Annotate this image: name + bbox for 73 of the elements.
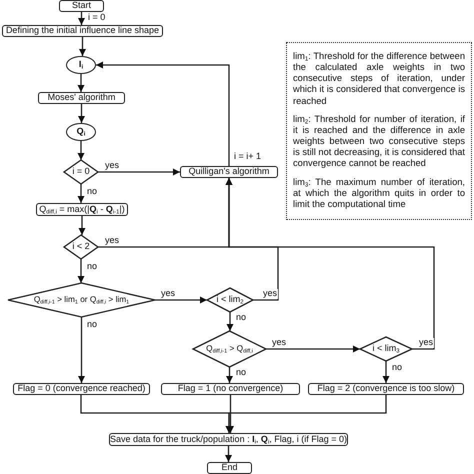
edge-label: no <box>391 363 404 373</box>
node-text: I$_{i}$ <box>78 60 84 70</box>
arrow <box>226 178 435 350</box>
decision-diamond <box>360 337 412 361</box>
process-box <box>59 0 104 12</box>
arrow <box>78 184 84 203</box>
edge-label: no <box>235 313 248 323</box>
node-text: Save data for the truck/population : I$_{i}$, Q$_{i}$, Flag, i (if Flag = 0) <box>110 434 348 444</box>
process-box <box>13 383 150 395</box>
edge-label: no <box>86 320 98 330</box>
node-text: Defining the initial influence line shape <box>6 26 160 36</box>
arrow <box>155 296 207 304</box>
process-box <box>36 203 128 216</box>
edge-label: yes <box>271 338 288 348</box>
arrow <box>266 346 360 352</box>
arrow <box>226 367 233 383</box>
process-box <box>38 92 125 104</box>
node-text: Q$_{diff,i-1}$ > Q$_{diff,i}$ <box>206 344 253 354</box>
edge-label: i = 0 <box>87 13 106 23</box>
edge-label: no <box>235 368 248 378</box>
node-text: Q$_{diff,i-1}$ > lim$_{1}$ or Q$_{diff,i}$ > lim$_{1}$ <box>34 295 130 305</box>
edge-label: yes <box>262 289 278 299</box>
process-box <box>161 383 300 395</box>
arrow <box>78 141 84 160</box>
edge-label: no <box>86 262 98 272</box>
decision-diamond <box>193 331 266 367</box>
arrow <box>225 446 232 462</box>
arrow <box>382 361 390 383</box>
data-ellipse <box>66 56 96 74</box>
node-text: Flag = 1 (no convergence) <box>178 384 284 394</box>
arrow <box>226 312 234 331</box>
edge-label: yes <box>104 161 120 171</box>
arrow <box>98 168 180 176</box>
arrow <box>78 259 84 283</box>
definition-text: lim$_{2}$: Threshold for number of iteration, if it is reached and the difference in axle weights between two consecutive steps is still not decreasing, it is considered that convergence cannot be reached <box>293 114 465 170</box>
arrow <box>79 37 86 56</box>
definition-text: lim$_{1}$: Threshold for the difference between the calculated axle weights in two consecutive steps of iteration, under which it is considered that convergence is reached <box>293 51 465 107</box>
node-text: i < 2 <box>72 242 90 252</box>
node-text: Flag = 2 (convergence is too slow) <box>317 384 455 394</box>
node-text: i < lim$_{2}$ <box>216 295 244 305</box>
edge-label: yes <box>418 338 434 348</box>
arrow <box>78 216 86 235</box>
decision-diamond <box>64 160 98 184</box>
arrow <box>78 317 85 383</box>
process-box <box>308 383 464 395</box>
arrow <box>226 395 387 433</box>
data-ellipse <box>66 123 96 141</box>
node-text: Moses' algorithm <box>48 93 116 103</box>
note-box <box>286 42 472 220</box>
arrow <box>78 12 85 25</box>
edge-label: yes <box>160 289 176 299</box>
arrow <box>227 395 234 433</box>
node-text: i = 0 <box>72 167 90 177</box>
node-text: Q$_{diff,i}$ = max(|Q$_{i}$ - Q$_{i-1}$|) <box>39 204 125 214</box>
node-text: i < lim$_{3}$ <box>372 344 400 354</box>
node-text: Quilligan's algorithm <box>188 167 270 177</box>
arrow <box>96 62 230 166</box>
process-box <box>2 25 163 37</box>
process-box <box>207 462 252 474</box>
node-text: Flag = 0 (convergence reached) <box>18 384 146 394</box>
edge-label: i = i+ 1 <box>233 152 262 162</box>
edge-label: yes <box>104 236 120 246</box>
decision-diamond <box>64 235 98 259</box>
node-text: Q$_{i}$ <box>76 127 86 137</box>
definition-text: lim$_{3}$: The maximum number of iteration, at which the algorithm quits in order to limit the computational time <box>293 176 465 210</box>
arrow <box>78 74 84 92</box>
decision-diamond <box>207 288 253 312</box>
edge-label: no <box>86 187 98 197</box>
decision-diamond <box>8 283 155 317</box>
process-box <box>180 166 278 178</box>
arrow <box>78 104 85 123</box>
node-text: End <box>221 463 238 473</box>
node-text: Start <box>72 1 91 11</box>
